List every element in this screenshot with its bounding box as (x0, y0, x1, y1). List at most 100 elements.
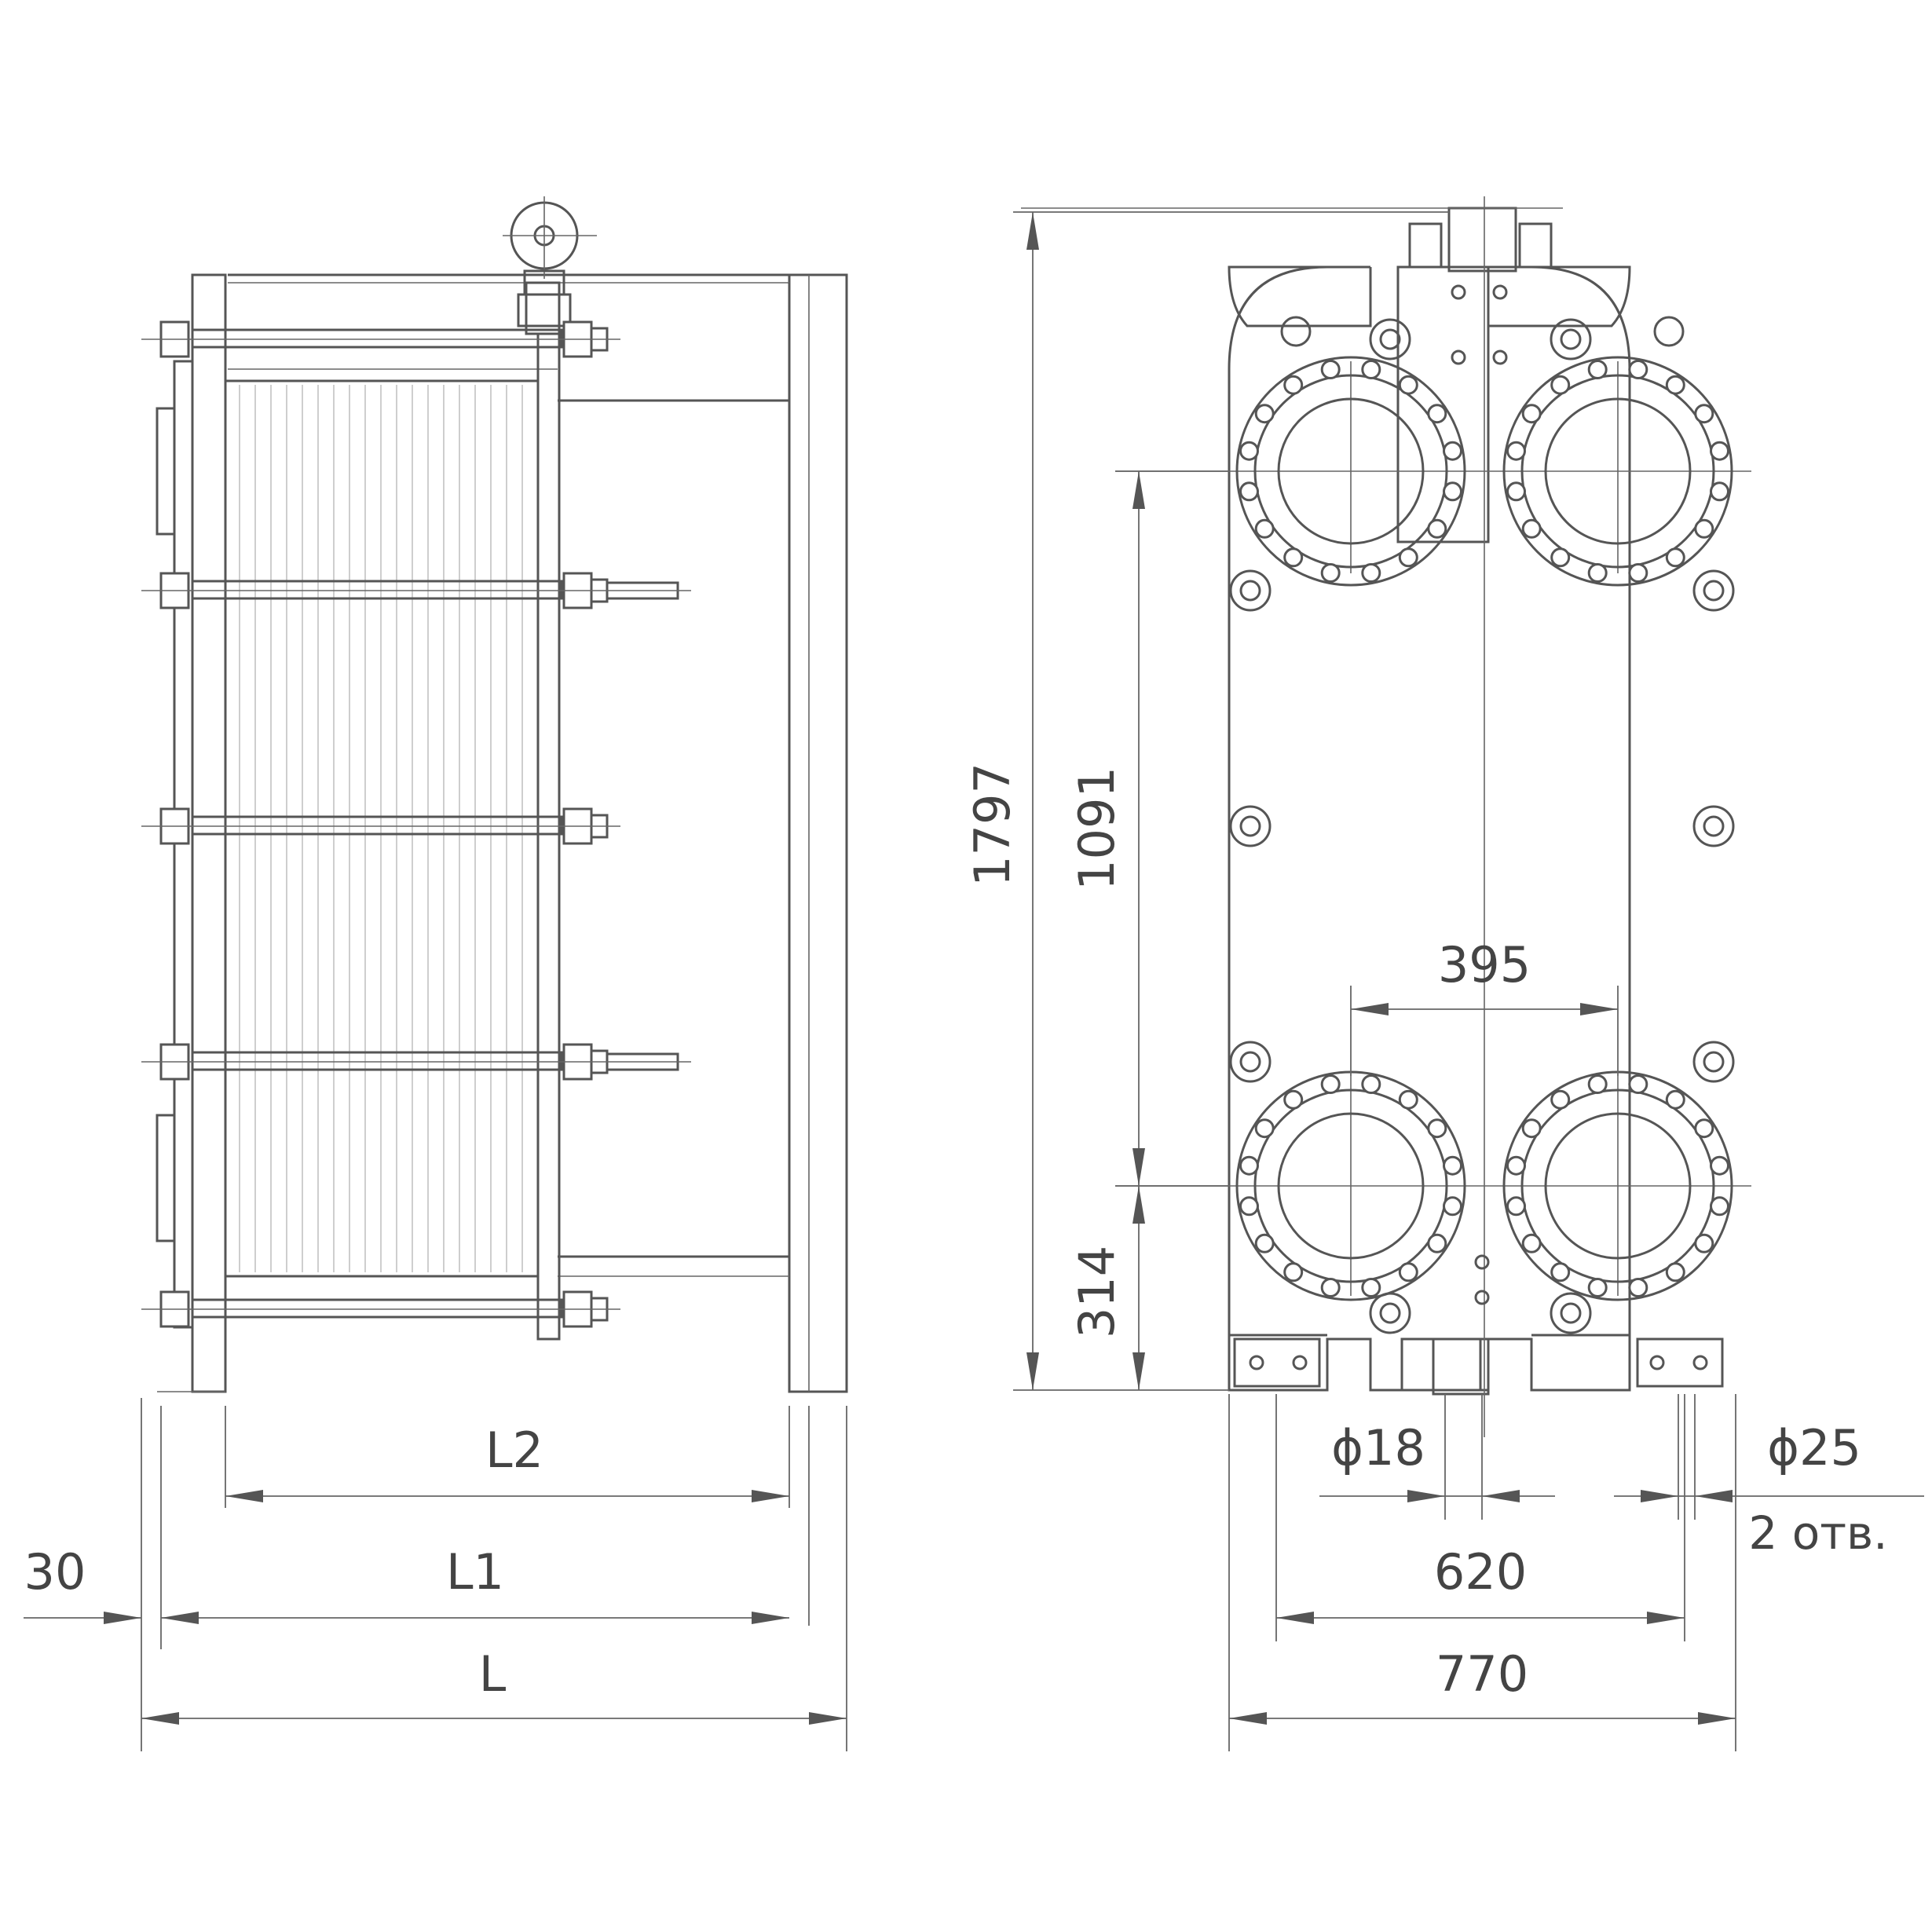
flange-bolt-hole (1320, 360, 1341, 379)
perimeter-bolts (1229, 318, 1735, 1334)
flange-bolt-hole (1283, 1262, 1304, 1283)
foot-hole-count-label: 2 отв. (1748, 1506, 1887, 1560)
flange-bolt-hole (1443, 1196, 1462, 1217)
tie-bolt-icon (1229, 569, 1272, 612)
tie-bolt-icon (141, 1290, 620, 1328)
flange-bolt-hole (1320, 563, 1341, 583)
flange-bolt-hole (1587, 1074, 1608, 1094)
flange-bolt-hole (1694, 404, 1714, 424)
flange-bolt-hole (1506, 481, 1526, 502)
flange-bolt-hole (1443, 441, 1462, 461)
port-vertical-label: 1091 (1068, 767, 1125, 891)
flange-bolt-hole (1521, 404, 1542, 424)
tie-bolt-icon (1550, 1292, 1592, 1334)
upper-nozzle (156, 407, 176, 536)
flange-port-icon (1502, 356, 1733, 587)
flange-bolt-hole (1320, 1074, 1341, 1094)
width-label: 770 (1436, 1645, 1528, 1703)
top-attachment (1396, 265, 1490, 543)
flange-bolt-hole (1361, 1074, 1381, 1094)
flange-bolt-hole (1361, 563, 1381, 583)
port-horizontal-label: 395 (1438, 936, 1531, 993)
tie-bolt-icon (1692, 805, 1735, 847)
l2-label: L2 (485, 1422, 543, 1479)
side-view: L2 L1 30 L (24, 196, 848, 1751)
lifting-hole (1653, 316, 1685, 347)
flange-bolt-hole (1427, 404, 1447, 424)
flange-bolt-hole (1628, 1278, 1648, 1297)
lifting-hole (1280, 316, 1312, 347)
flange-bolt-hole (1628, 360, 1648, 379)
flange-bolt-hole (1665, 375, 1685, 395)
flange-bolt-hole (1239, 441, 1259, 461)
flange-bolt-hole (1254, 1118, 1275, 1139)
flange-bolt-hole (1694, 1118, 1714, 1139)
flange-bolt-hole (1361, 1278, 1381, 1297)
flange-bolt-hole (1398, 1262, 1418, 1283)
small-hole-label: ϕ18 (1331, 1419, 1425, 1476)
tie-bolt-icon (1229, 805, 1272, 847)
front-view: 1797 1091 314 395 ϕ18 ϕ25 2 отв. (964, 196, 1924, 1751)
flange-bolt-hole (1665, 547, 1685, 568)
flange-bolt-hole (1398, 547, 1418, 568)
tie-bolt-icon (1550, 318, 1592, 360)
flange-bolt-hole (1665, 1262, 1685, 1283)
flange-bolt-hole (1254, 1233, 1275, 1253)
bottom-guide-bar (558, 1255, 791, 1392)
flange-bolt-hole (1521, 1233, 1542, 1253)
flange-bolt-hole (1398, 1089, 1418, 1110)
tie-bolt-icon (1369, 318, 1411, 360)
tie-bolt-icon (141, 1043, 691, 1081)
flange-bolt-hole (1710, 481, 1729, 502)
flange-bolt-hole (1710, 1196, 1729, 1217)
flange-bolt-hole (1587, 360, 1608, 379)
flange-bolt-hole (1550, 1089, 1571, 1110)
lower-nozzle (156, 1114, 176, 1242)
flange-bolt-hole (1628, 563, 1648, 583)
flange-bolt-hole (1665, 1089, 1685, 1110)
flange-bolt-hole (1694, 518, 1714, 539)
frame-plate-outline (1228, 265, 1631, 327)
flange-bolt-hole (1550, 1262, 1571, 1283)
flange-bolt-hole (1521, 518, 1542, 539)
flange-port-icon (1235, 356, 1466, 587)
flange-port-icon (1235, 1070, 1466, 1301)
flange-bolt-hole (1710, 1155, 1729, 1176)
flange-bolt-hole (1694, 1233, 1714, 1253)
foot-hole-label: ϕ25 (1767, 1419, 1861, 1476)
l1-label: L1 (446, 1543, 504, 1601)
lower-port-label: 314 (1068, 1246, 1125, 1338)
flange-bolt-hole (1398, 375, 1418, 395)
tie-bolt-icon (1229, 1041, 1272, 1083)
foot-spacing-label: 620 (1434, 1543, 1527, 1601)
pressure-plate (536, 332, 561, 1341)
flange-bolt-hole (1320, 1278, 1341, 1297)
tie-bolt-icon (1692, 569, 1735, 612)
tie-bolt-icon (141, 807, 620, 845)
gap-label: 30 (24, 1543, 86, 1601)
flange-bolt-hole (1506, 441, 1526, 461)
flange-bolt-hole (1283, 1089, 1304, 1110)
flange-bolt-hole (1283, 375, 1304, 395)
flange-bolt-hole (1506, 1196, 1526, 1217)
flange-bolt-hole (1254, 518, 1275, 539)
flange-bolt-hole (1587, 563, 1608, 583)
tie-bolt-icon (141, 572, 691, 609)
plate-hatching (239, 385, 523, 1272)
flange-bolt-hole (1283, 547, 1304, 568)
bottom-attachment (1400, 1337, 1482, 1392)
flange-bolt-hole (1710, 441, 1729, 461)
flange-bolt-hole (1427, 1118, 1447, 1139)
height-label: 1797 (964, 763, 1021, 887)
flange-bolt-hole (1443, 481, 1462, 502)
flange-bolt-hole (1361, 360, 1381, 379)
tie-bolt-icon (1369, 1292, 1411, 1334)
support-column (788, 273, 848, 1393)
flange-bolt-hole (1521, 1118, 1542, 1139)
flange-bolt-hole (1427, 1233, 1447, 1253)
flange-bolt-hole (1239, 1155, 1259, 1176)
flange-bolt-hole (1239, 481, 1259, 502)
flange-bolt-hole (1443, 1155, 1462, 1176)
flange-bolt-hole (1254, 404, 1275, 424)
